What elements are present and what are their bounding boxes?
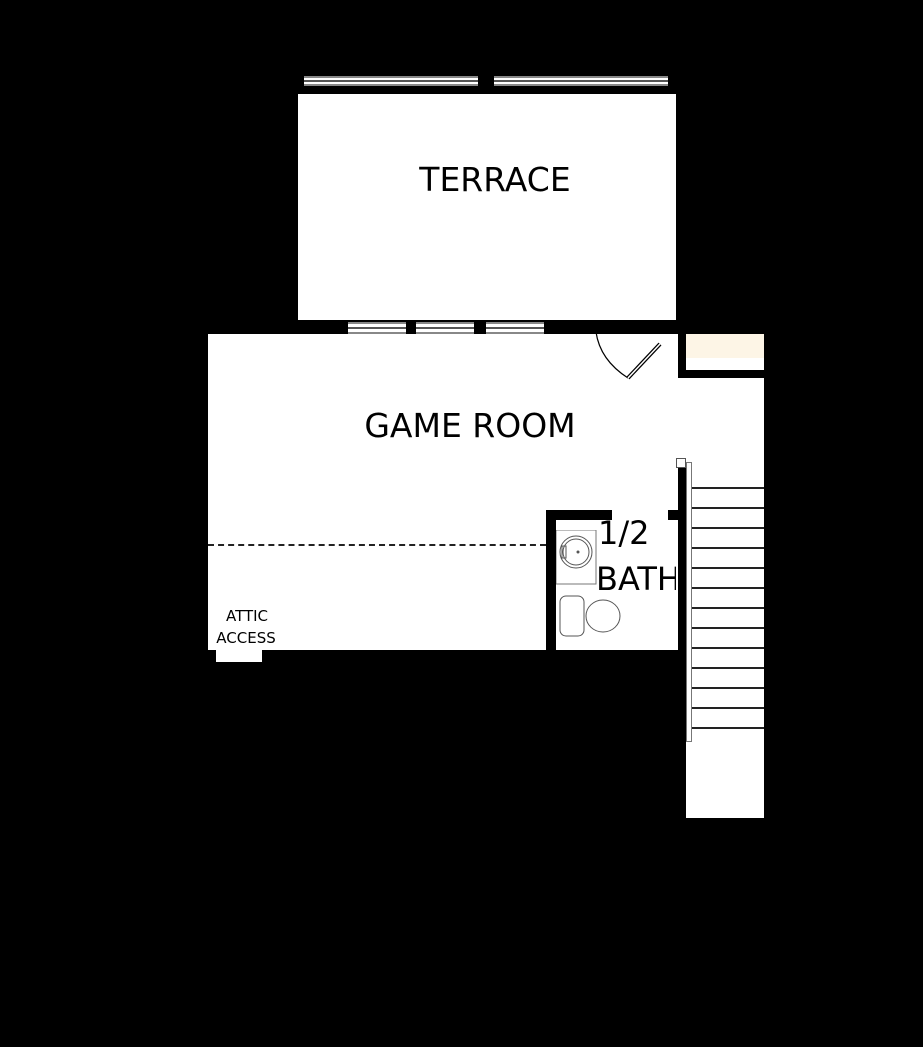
closet bbox=[686, 358, 764, 370]
bath-wall-top bbox=[546, 510, 612, 520]
attic-access-hatch[interactable] bbox=[216, 650, 262, 662]
terrace-railing-right bbox=[494, 76, 668, 86]
attic-access-label-line1: ATTIC bbox=[225, 607, 269, 625]
terrace-room bbox=[298, 94, 676, 320]
door-swing-icon bbox=[595, 331, 662, 380]
handrail-newel-icon bbox=[676, 458, 686, 468]
bath-wall-right bbox=[678, 510, 688, 650]
toilet-icon bbox=[559, 595, 621, 637]
attic-access-label-line2: ACCESS bbox=[216, 629, 276, 647]
game-room-label: GAME ROOM bbox=[364, 406, 576, 445]
half-bath-label-line1: 1/2 bbox=[598, 514, 650, 552]
stairwell bbox=[686, 462, 764, 818]
window-3 bbox=[486, 322, 544, 334]
stair-wall-right bbox=[764, 334, 774, 828]
terrace-label: TERRACE bbox=[419, 160, 571, 199]
sink-icon bbox=[556, 530, 597, 585]
game-room-upper-right bbox=[678, 378, 764, 462]
bath-wall-left bbox=[546, 510, 556, 650]
closet-shelf bbox=[686, 334, 764, 358]
overhead-line bbox=[208, 544, 546, 546]
window-2 bbox=[416, 322, 474, 334]
half-bath-label-line2: BATH bbox=[596, 560, 676, 598]
window-1 bbox=[348, 322, 406, 334]
stair-handrail bbox=[686, 462, 692, 742]
terrace-railing-left bbox=[304, 76, 478, 86]
